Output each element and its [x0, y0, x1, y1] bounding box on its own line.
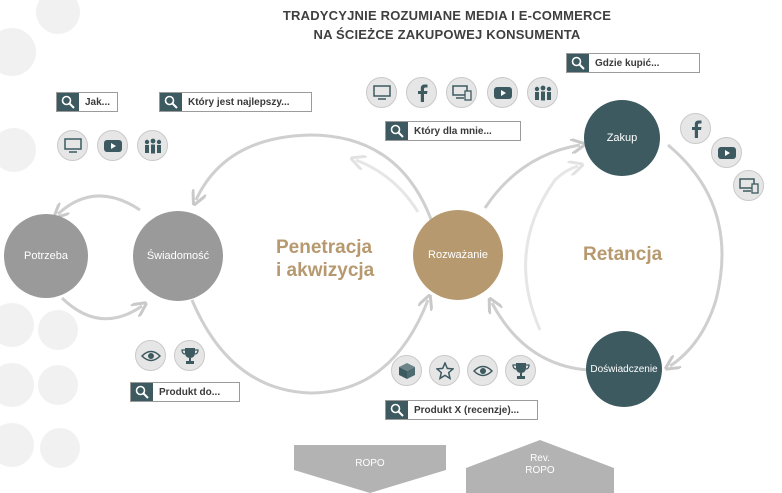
magnifier-icon	[386, 401, 408, 419]
trophy-icon	[174, 340, 205, 371]
node-potrzeba: Potrzeba	[4, 214, 88, 298]
search-box-gdzie-kupic: Gdzie kupić...	[566, 53, 700, 73]
youtube-icon	[711, 137, 742, 168]
search-box-dla-mnie: Który dla mnie...	[385, 121, 521, 141]
rev-ropo-label: Rev. ROPO	[510, 453, 570, 477]
rev-ropo-label-line2: ROPO	[525, 465, 555, 476]
phase-retencja: Retancja	[583, 244, 663, 265]
devices-icon	[733, 170, 764, 201]
search-query-text: Który dla mnie...	[414, 125, 492, 137]
trophy-icon	[505, 355, 536, 386]
arrow-rozwazanie-to-zakup	[483, 145, 580, 209]
devices-icon	[446, 77, 477, 108]
monitor-icon	[57, 130, 88, 161]
search-query-text: Który jest najlepszy...	[188, 96, 290, 108]
youtube-icon	[487, 77, 518, 108]
phase-penetracja-line2: i akwizycja	[276, 260, 375, 281]
search-box-jak: Jak...	[56, 92, 118, 112]
facebook-icon	[680, 113, 711, 144]
people-icon	[137, 130, 168, 161]
magnifier-icon	[131, 383, 153, 401]
ropo-label: ROPO	[355, 458, 385, 469]
search-query-text: Jak...	[85, 96, 111, 108]
phase-penetracja: Penetracja i akwizycja	[276, 236, 374, 282]
search-box-produkt-do: Produkt do...	[130, 382, 240, 402]
people-icon	[527, 77, 558, 108]
youtube-icon	[97, 130, 128, 161]
search-box-najlepszy: Który jest najlepszy...	[159, 92, 312, 112]
eye-icon	[467, 355, 498, 386]
node-rozwazanie: Rozważanie	[413, 210, 503, 300]
monitor-icon	[366, 77, 397, 108]
node-doswiadczenie: Doświadczenie	[586, 331, 662, 407]
arrow-doswiadczenie-to-rozwazanie	[492, 303, 589, 372]
node-swiadomosc: Świadomość	[133, 211, 223, 301]
search-query-text: Gdzie kupić...	[595, 57, 660, 69]
arrow-swiadomosc-to-potrzeba	[58, 194, 141, 214]
rev-ropo-label-line1: Rev.	[530, 453, 550, 464]
arrow-zakup-to-doswiadczenie	[668, 143, 724, 366]
node-zakup: Zakup	[584, 100, 660, 176]
arrow-potrzeba-to-swiadomosc	[60, 296, 142, 321]
magnifier-icon	[386, 122, 408, 140]
box-icon	[391, 355, 422, 386]
magnifier-icon	[57, 93, 79, 111]
search-query-text: Produkt X (recenzje)...	[414, 404, 520, 416]
magnifier-icon	[160, 93, 182, 111]
arrow-penetration-top	[196, 133, 434, 223]
arrow-retention-inner	[524, 166, 578, 331]
facebook-icon	[406, 77, 437, 108]
eye-icon	[135, 340, 166, 371]
arrow-penetration-bottom	[190, 300, 428, 395]
magnifier-icon	[567, 54, 589, 72]
arrow-penetration-inner	[356, 160, 420, 213]
diagram-title-line1: TRADYCYJNIE ROZUMIANE MEDIA I E-COMMERCE	[282, 8, 612, 23]
search-box-produkt-x: Produkt X (recenzje)...	[385, 400, 538, 420]
diagram-title-line2: NA ŚCIEŻCE ZAKUPOWEJ KONSUMENTA	[313, 27, 581, 42]
search-query-text: Produkt do...	[159, 386, 221, 398]
star-icon	[429, 355, 460, 386]
ropo-arrow	[294, 445, 446, 493]
rev-ropo-arrow	[466, 440, 614, 493]
phase-penetracja-line1: Penetracja	[276, 237, 373, 258]
